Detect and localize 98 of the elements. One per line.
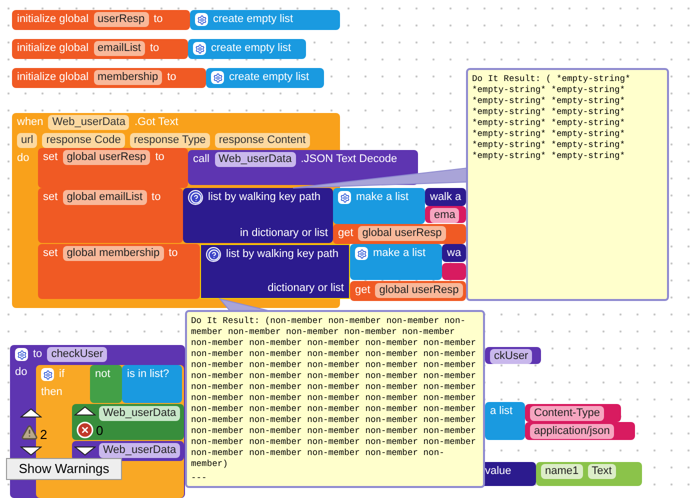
block-label: call [193,152,210,167]
variable-block [12,10,190,30]
text-block [525,404,621,422]
set-block [38,148,188,188]
field-label: Web_userData [99,406,180,421]
list-block [188,39,306,59]
field-label: userResp [94,12,149,27]
block-label: to [167,70,176,85]
field-label: response Type [130,133,210,148]
block-label: when [17,115,44,130]
block-label: create empty list [211,41,292,56]
block-label: get [338,226,354,241]
field-label: global membership [62,246,164,261]
block-label: to [152,190,161,205]
block-label: then [41,385,62,400]
block-label: initialize global [17,41,89,56]
block-label: initialize global [17,12,89,27]
block-label: to [33,347,42,362]
block-label: create empty list [229,70,310,85]
block-label: do [15,365,28,380]
field-label: Web_userData [214,152,296,167]
set-block [72,404,184,440]
field-label: application/json [530,424,614,439]
field-label: membership [94,70,162,85]
list-block [206,68,324,88]
list-block [350,244,442,280]
block-label: if [59,367,64,382]
field-label: Web_userData [99,443,180,458]
block-label: value [485,464,512,479]
block-label: to [155,150,164,165]
field-label: Content-Type [530,406,604,421]
field-label: ckUser [490,349,532,364]
block-label: a list [490,404,513,419]
variable-block [12,39,188,59]
block-label: to [150,41,160,56]
field-label: global userResp [375,283,463,298]
block-label: .Got Text [134,115,178,130]
dictionary-block [442,244,466,262]
block-label: in dictionary or list [240,226,328,241]
block-label: create empty list [213,12,294,27]
block-label: set [43,150,58,165]
field-label: global userResp [358,226,446,241]
set-block [38,244,200,299]
block-label: walk a [430,190,462,205]
call-block [485,347,541,364]
block-label: do [17,151,30,166]
field-label: response Code [42,133,125,148]
error-count: 0 [96,422,104,440]
text-block [442,263,466,280]
warning-count: 2 [40,426,48,444]
get-block [350,281,466,301]
list-block [122,365,182,403]
result-text: --- [191,473,207,484]
list-block [485,402,525,440]
block-label: to [154,12,163,27]
block-label: initialize global [17,70,89,85]
block-label: dictionary or list [268,281,344,296]
block-label: not [95,367,110,382]
block-label: make a list [373,246,426,261]
logic-block [90,365,122,403]
block-label: make a list [356,190,409,205]
dictionary-block [425,188,466,206]
field-label: emailList [94,41,145,56]
dictionary-block [200,244,350,299]
text-block [525,422,635,440]
variable-block [12,68,206,88]
dictionary-block [183,188,333,243]
result-text: Do It Result: (non-member non-member non-member non-member non-member non-member non-member non-member non-member non-member non-member non-member non-member non-member non-member non-member non-member non-member non-member non-member non-member non-member non-member non-member non-member non-member non-member non-member non-member non-member non-member non-member non-member non-member non-member non-member non-member non-member non-member non-member non-member non-member non-member non-member non-member non-member non-member non-member non-member non-member non-member non-member non-member non-member non-member non-member non-member non-member non-member non-member non-member non-member non-member) [191,316,478,470]
call-block [188,150,418,185]
list-block [190,10,340,30]
field-label: ema [430,208,460,223]
get-block [333,224,466,244]
block-label: to [168,246,178,261]
set-block [38,188,183,243]
block-label: get [355,283,370,298]
text-block [425,206,466,223]
field-label: Text [588,464,616,479]
block-label: set [43,190,58,205]
result-bubble [466,68,669,301]
block-label: set [43,246,58,261]
show-warnings-button: Show Warnings [6,458,122,480]
block-label: list by walking key path [226,247,338,262]
field-label: name1 [541,464,583,479]
result-text: Do It Result: ( *empty-string* *empty-string* *empty-string* *empty-string* *empty-string* *empty-string* *empty-string* *empty-string* *empty-string* *empty-string* *empty-string* *empty-string* *empty-string* *empty-string* *empty-string* [472,74,632,162]
field-label: global userResp [62,150,150,165]
block-label: .JSON Text Decode [300,152,398,167]
field-label: Web_userData [48,115,130,130]
block-label: wa [447,246,462,261]
list-block [333,188,425,224]
field-label: checkUser [47,347,108,362]
bubble-pointer [292,167,468,188]
field-label: response Content [214,133,310,148]
text-block [536,462,642,486]
field-label: url [17,133,38,148]
block-label: is in list? [127,367,170,382]
block-label: list by walking key path [208,190,320,205]
field-label: global emailList [62,190,147,205]
result-bubble [185,310,485,488]
